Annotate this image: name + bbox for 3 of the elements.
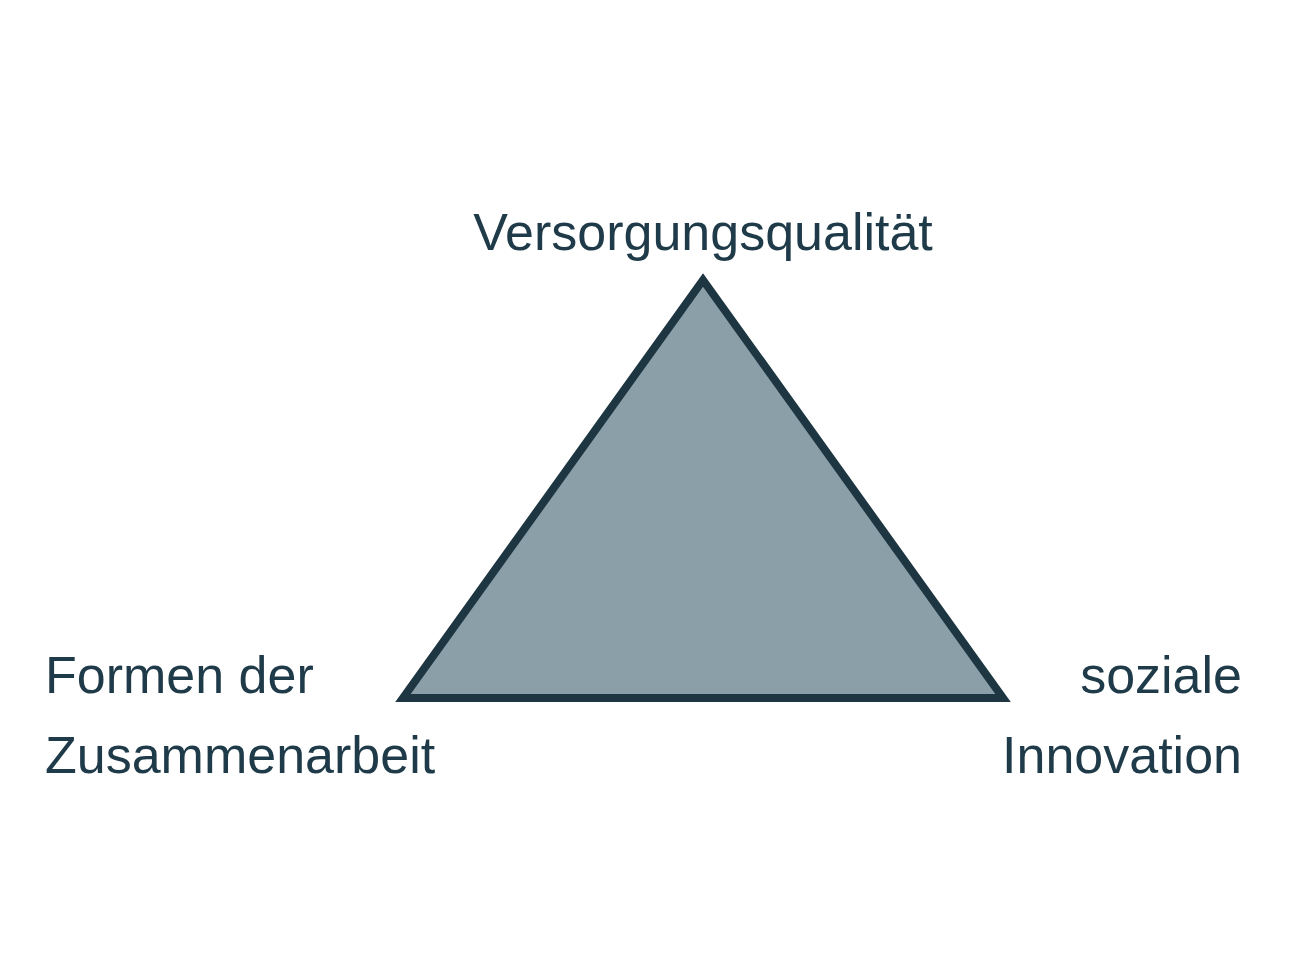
corner-label: Formen der Zusammenarbeit xyxy=(45,645,437,786)
corner-label: soziale Innovation xyxy=(1001,645,1242,786)
corner-label: Versorgungsqualität xyxy=(472,202,934,263)
